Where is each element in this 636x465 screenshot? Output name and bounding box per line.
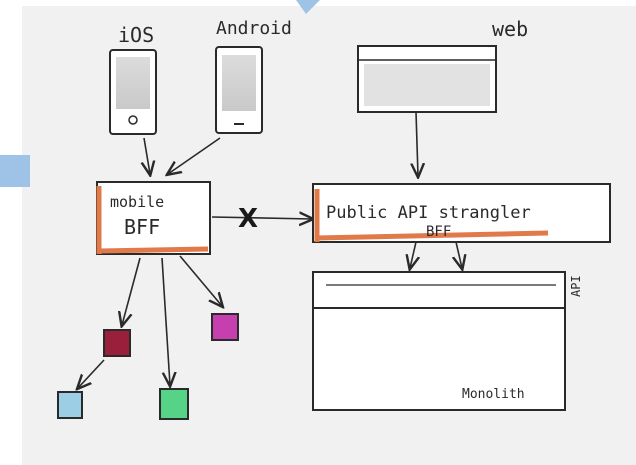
public-api-strangler-box: Public API strangler BFF	[312, 183, 611, 243]
public-api-accent-bottom	[315, 230, 549, 241]
arrow-dark-red-to-light-blue	[78, 359, 105, 388]
service-light-blue-box	[57, 391, 83, 419]
mobile-bff-accent-bottom	[98, 246, 209, 254]
monolith-box: API Monolith	[312, 271, 583, 411]
arrow-public-api-to-api-1	[410, 241, 416, 268]
service-dark-red-box	[103, 329, 131, 357]
mobile-bff-title: mobile	[110, 193, 164, 211]
blocked-x-marker: X	[238, 204, 258, 234]
mobile-bff-box: mobile BFF	[96, 181, 211, 255]
service-green-box	[159, 388, 189, 420]
api-label: API	[569, 275, 583, 297]
android-screen	[222, 55, 256, 111]
android-label: Android	[216, 18, 292, 39]
arrow-bff-to-service-green	[161, 257, 170, 385]
public-api-subtitle: BFF	[426, 224, 451, 240]
blue-marker-top	[296, 0, 320, 14]
home-button-icon	[128, 115, 138, 125]
arrow-bff-to-service-magenta	[179, 255, 222, 306]
browser-viewport	[364, 64, 490, 106]
web-browser: web	[357, 17, 528, 113]
arrow-web-to-public-api	[416, 111, 418, 176]
arrow-public-api-to-api-2	[456, 241, 462, 268]
arrow-bff-to-service-dark-red	[122, 257, 141, 325]
ios-label: iOS	[118, 23, 154, 47]
arrow-android-to-mobile-bff	[168, 137, 221, 174]
public-api-title: Public API strangler	[326, 203, 531, 223]
ios-device: iOS	[109, 23, 157, 135]
service-magenta-box	[211, 313, 239, 341]
arrow-ios-to-mobile-bff	[144, 137, 150, 174]
blue-marker-left	[0, 155, 30, 187]
arrow-mobile-bff-to-public-api	[211, 217, 312, 219]
web-label: web	[492, 17, 528, 41]
ios-screen	[116, 57, 150, 109]
mobile-bff-subtitle: BFF	[124, 215, 160, 239]
android-device: Android	[215, 18, 292, 134]
api-layer	[312, 271, 566, 309]
monolith-label: Monolith	[462, 387, 525, 402]
